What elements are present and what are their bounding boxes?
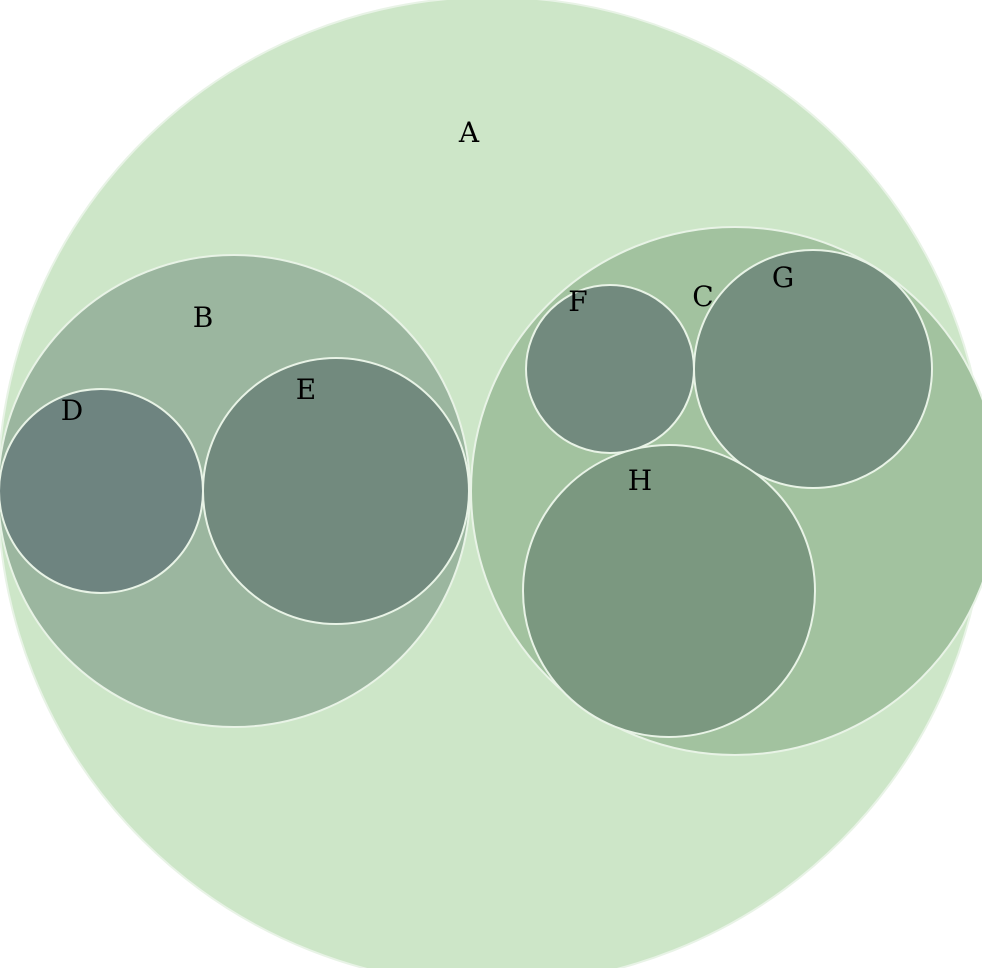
circle-F [525, 284, 695, 454]
label-H: H [628, 464, 652, 497]
label-B: B [193, 301, 214, 334]
label-A: A [458, 116, 480, 149]
label-C: C [692, 280, 713, 313]
label-G: G [772, 261, 794, 294]
label-E: E [296, 373, 316, 406]
circle-G [693, 249, 933, 489]
circle-E [202, 357, 470, 625]
circle-H [522, 444, 816, 738]
label-D: D [61, 394, 83, 427]
circle-D [0, 388, 204, 594]
label-F: F [568, 285, 587, 318]
